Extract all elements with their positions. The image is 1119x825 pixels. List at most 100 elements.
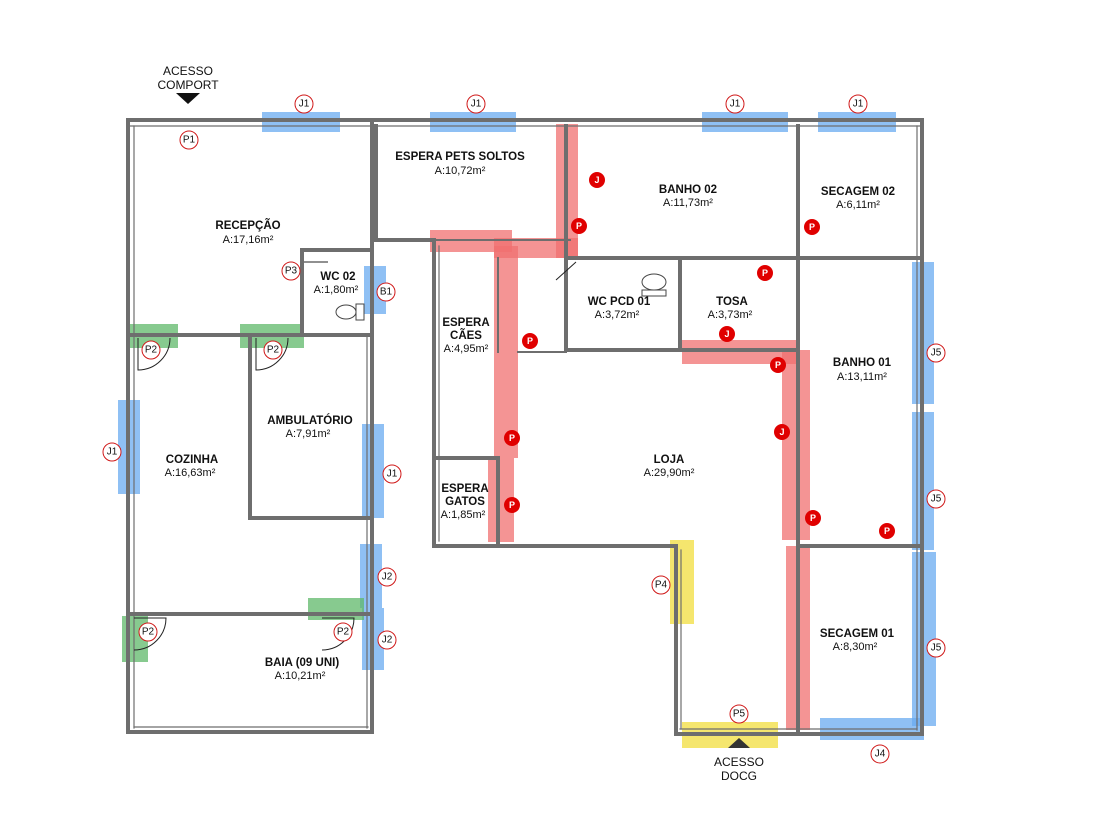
filled-tags: J P P P J P P J P P P P bbox=[504, 172, 895, 539]
svg-text:J: J bbox=[724, 329, 729, 339]
tag-j1: J1 bbox=[102, 442, 122, 462]
tag-j1: J1 bbox=[466, 94, 486, 114]
room-name-secagem01: SECAGEM 01 bbox=[820, 628, 895, 640]
tag-p-filled: P bbox=[757, 265, 773, 281]
room-area-banho01: A:13,11m² bbox=[837, 371, 887, 383]
tag-p-filled: P bbox=[522, 333, 538, 349]
svg-text:P: P bbox=[762, 268, 768, 278]
tag-p2: P2 bbox=[263, 340, 283, 360]
access-comport: ACESSO COMPORT bbox=[157, 64, 219, 104]
toilet-tank-icon bbox=[355, 303, 365, 321]
tag-p5: P5 bbox=[729, 704, 749, 724]
tag-j5: J5 bbox=[926, 343, 946, 363]
tag-j1: J1 bbox=[294, 94, 314, 114]
room-name-tosa: TOSA bbox=[716, 296, 748, 308]
room-area-espera-caes: A:4,95m² bbox=[444, 343, 489, 355]
svg-text:P: P bbox=[576, 221, 582, 231]
svg-text:P: P bbox=[775, 360, 781, 370]
svg-text:J1: J1 bbox=[853, 99, 864, 110]
toilet-tank-icon bbox=[641, 289, 667, 297]
room-area-wc-pcd01: A:3,72m² bbox=[595, 309, 640, 321]
access-highlight bbox=[670, 540, 694, 624]
svg-text:J1: J1 bbox=[387, 469, 398, 480]
svg-text:J: J bbox=[594, 175, 599, 185]
room-area-banho02: A:11,73m² bbox=[663, 197, 713, 209]
room-name-wc-pcd01: WC PCD 01 bbox=[588, 296, 651, 308]
room-name-loja: LOJA bbox=[654, 454, 685, 466]
access-highlights bbox=[670, 540, 778, 748]
tag-j1: J1 bbox=[382, 464, 402, 484]
svg-text:P: P bbox=[810, 513, 816, 523]
outline-tags: J1 J1 J1 J1 P1 P3 B1 P2 P2 J1 J1 J2 J2 P… bbox=[102, 94, 946, 764]
tag-j1: J1 bbox=[848, 94, 868, 114]
door-swings bbox=[133, 261, 577, 651]
window-highlight bbox=[364, 266, 386, 314]
svg-text:P: P bbox=[509, 500, 515, 510]
tag-j-filled: J bbox=[589, 172, 605, 188]
svg-text:J2: J2 bbox=[382, 572, 393, 583]
tag-p-filled: P bbox=[571, 218, 587, 234]
room-area-secagem02: A:6,11m² bbox=[836, 199, 880, 211]
tag-j-filled: J bbox=[774, 424, 790, 440]
room-name-baia: BAIA (09 UNI) bbox=[265, 657, 339, 669]
svg-text:J1: J1 bbox=[730, 99, 741, 110]
up-arrow-icon bbox=[728, 738, 750, 748]
access-comport-line1: ACESSO bbox=[163, 64, 213, 78]
tag-j2: J2 bbox=[377, 630, 397, 650]
room-name-cozinha: COZINHA bbox=[166, 454, 218, 466]
room-name-banho01: BANHO 01 bbox=[833, 357, 892, 369]
tag-p-filled: P bbox=[879, 523, 895, 539]
svg-text:P2: P2 bbox=[145, 345, 158, 356]
svg-text:B1: B1 bbox=[380, 287, 393, 298]
room-area-baia: A:10,21m² bbox=[275, 670, 326, 682]
walls bbox=[126, 118, 924, 736]
room-name-espera-gatos-1: ESPERA bbox=[441, 483, 488, 495]
room-area-recepcao: A:17,16m² bbox=[223, 234, 274, 246]
room-name-ambulatorio: AMBULATÓRIO bbox=[267, 414, 352, 427]
svg-text:J5: J5 bbox=[931, 348, 942, 359]
access-docg: ACESSO DOCG bbox=[714, 738, 764, 783]
tag-p3: P3 bbox=[281, 261, 301, 281]
svg-text:P2: P2 bbox=[142, 627, 155, 638]
access-docg-line1: ACESSO bbox=[714, 755, 764, 769]
tag-j2: J2 bbox=[377, 567, 397, 587]
tag-p2: P2 bbox=[333, 622, 353, 642]
tag-p1: P1 bbox=[179, 130, 199, 150]
tag-p-filled: P bbox=[770, 357, 786, 373]
room-area-secagem01: A:8,30m² bbox=[833, 641, 878, 653]
access-comport-line2: COMPORT bbox=[157, 78, 219, 92]
svg-text:J5: J5 bbox=[931, 643, 942, 654]
svg-text:P2: P2 bbox=[267, 345, 280, 356]
room-labels: RECEPÇÃO A:17,16m² WC 02 A:1,80m² ESPERA… bbox=[165, 151, 895, 682]
svg-text:P3: P3 bbox=[285, 266, 298, 277]
room-name-espera-caes-2: CÃES bbox=[450, 329, 482, 342]
room-name-secagem02: SECAGEM 02 bbox=[821, 186, 895, 198]
room-name-espera-gatos-2: GATOS bbox=[445, 496, 485, 508]
svg-text:J: J bbox=[779, 427, 784, 437]
tag-p2: P2 bbox=[138, 622, 158, 642]
svg-text:P2: P2 bbox=[337, 627, 350, 638]
room-area-loja: A:29,90m² bbox=[644, 467, 695, 479]
route-highlights bbox=[430, 124, 810, 730]
svg-text:P4: P4 bbox=[655, 580, 668, 591]
tag-j5: J5 bbox=[926, 638, 946, 658]
tag-j1: J1 bbox=[725, 94, 745, 114]
room-area-ambulatorio: A:7,91m² bbox=[286, 428, 331, 440]
room-name-espera-pets-soltos: ESPERA PETS SOLTOS bbox=[395, 151, 525, 163]
door-highlights bbox=[122, 324, 364, 662]
room-name-banho02: BANHO 02 bbox=[659, 184, 717, 196]
tag-p-filled: P bbox=[805, 510, 821, 526]
tag-p-filled: P bbox=[504, 430, 520, 446]
svg-text:J4: J4 bbox=[875, 749, 886, 760]
svg-text:P: P bbox=[509, 433, 515, 443]
toilet-icon bbox=[335, 304, 357, 320]
room-area-wc02: A:1,80m² bbox=[314, 284, 359, 296]
down-arrow-icon bbox=[176, 93, 200, 104]
tag-p2: P2 bbox=[141, 340, 161, 360]
room-name-wc02: WC 02 bbox=[320, 271, 355, 283]
svg-text:P: P bbox=[884, 526, 890, 536]
room-area-tosa: A:3,73m² bbox=[708, 309, 753, 321]
svg-text:J1: J1 bbox=[471, 99, 482, 110]
toilet-icon bbox=[641, 273, 667, 291]
